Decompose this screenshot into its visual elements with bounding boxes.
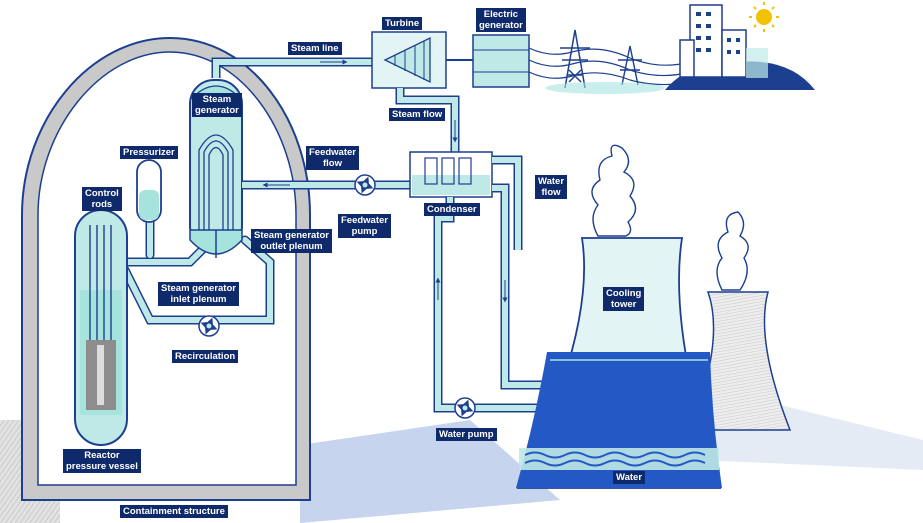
steam-plume-back	[716, 211, 749, 291]
steam-flow-pipe	[395, 88, 460, 152]
ground-patch	[545, 82, 665, 94]
sun-icon	[749, 2, 779, 32]
turbine	[371, 31, 473, 89]
label-water-pump: Water pump	[436, 428, 497, 441]
label-containment-structure: Containment structure	[120, 505, 228, 518]
power-lines	[528, 47, 691, 86]
steam-line	[211, 57, 378, 78]
pylon-large	[560, 29, 590, 89]
label-pressurizer: Pressurizer	[120, 146, 178, 159]
ground-shadow	[300, 420, 560, 523]
electric-generator	[472, 34, 530, 88]
label-condenser: Condenser	[424, 203, 480, 216]
label-steam-generator: Steam generator	[192, 93, 242, 117]
label-reactor-pressure-vessel: Reactor pressure vessel	[63, 449, 141, 473]
city-skyline	[665, 4, 815, 90]
label-turbine: Turbine	[382, 17, 423, 30]
label-control-rods: Control rods	[82, 187, 122, 211]
label-water: Water	[613, 471, 646, 484]
water-pump-icon	[454, 397, 476, 419]
label-steam-generator-inlet-plenum: Steam generator inlet plenum	[158, 282, 239, 306]
cooling-tower-back	[688, 291, 792, 431]
label-steam-line: Steam line	[288, 42, 342, 55]
label-cooling-tower: Cooling tower	[603, 287, 645, 311]
condenser	[409, 151, 493, 198]
label-steam-generator-outlet-plenum: Steam generator outlet plenum	[251, 229, 332, 253]
label-steam-flow: Steam flow	[389, 108, 446, 121]
feedwater-pump-icon	[354, 174, 376, 196]
label-recirculation: Recirculation	[172, 350, 239, 363]
steam-plume-main	[591, 144, 637, 237]
label-feedwater-pump: Feedwater pump	[338, 214, 391, 238]
pylon-small	[618, 45, 642, 86]
label-feedwater-flow: Feedwater flow	[306, 146, 359, 170]
label-electric-generator: Electric generator	[476, 8, 526, 32]
label-water-flow: Water flow	[535, 175, 568, 199]
recirculation-pump-icon	[198, 315, 220, 337]
